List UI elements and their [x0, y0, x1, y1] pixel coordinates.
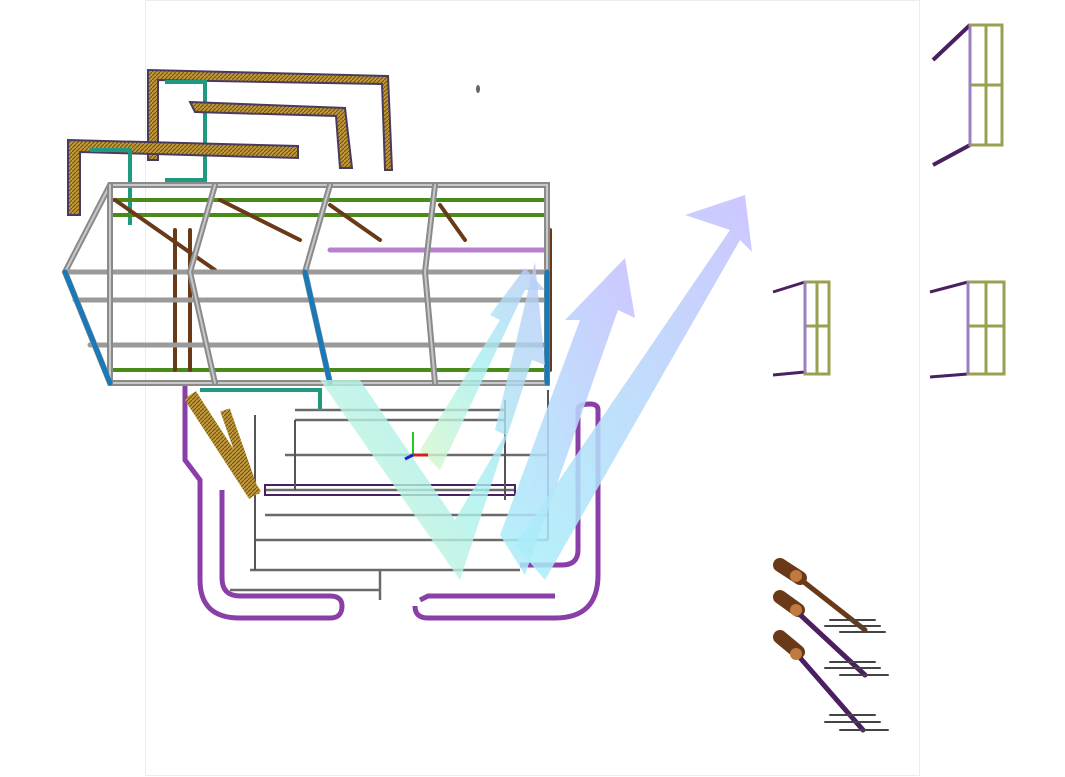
3d-viewport[interactable] [145, 0, 920, 776]
small-part [476, 85, 480, 93]
arrow-gesture-icon [320, 195, 752, 580]
thumbnail-rods[interactable] [773, 558, 889, 733]
main-frame [61, 182, 552, 386]
thumbnail-frame-1[interactable] [931, 23, 1004, 167]
thumbnail-frame-2[interactable] [772, 280, 831, 377]
thumbnail-frame-3[interactable] [929, 280, 1006, 379]
back-wall-frames [67, 68, 394, 225]
axis-triad-icon [404, 432, 428, 461]
